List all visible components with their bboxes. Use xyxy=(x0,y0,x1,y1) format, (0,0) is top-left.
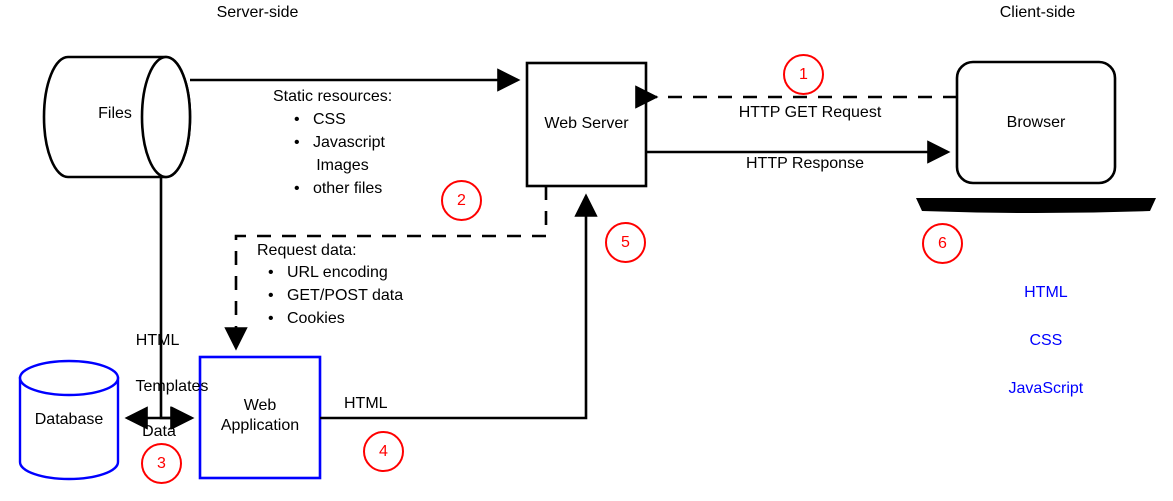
static-resources-item: • other files xyxy=(294,180,383,197)
http-response-label: HTTP Response xyxy=(746,155,864,172)
request-data-item: • GET/POST data xyxy=(268,287,404,304)
edge-webserver-to-webapplication-request xyxy=(224,186,548,351)
browser-node-label: Browser xyxy=(1006,114,1066,131)
files-node-label: Files xyxy=(98,105,132,122)
static-resources-item: Images xyxy=(294,157,369,174)
web-server-box-shape xyxy=(525,61,648,188)
step-number-2: 2 xyxy=(441,180,482,221)
http-get-request-label: HTTP GET Request xyxy=(738,104,882,121)
laptop-base-shape xyxy=(916,198,1156,213)
step-number-5: 5 xyxy=(605,222,646,263)
static-resources-item: • Javascript xyxy=(294,134,385,151)
web-server-node-label: Web Server xyxy=(544,115,629,132)
data-edge-label: Data xyxy=(142,423,176,440)
request-data-item: • Cookies xyxy=(268,310,345,327)
static-resources-header-label: Static resources: xyxy=(273,88,393,105)
web-application-node-label-line1: Web xyxy=(243,397,277,414)
step-number-1: 1 xyxy=(783,54,824,95)
client-tech-javascript: JavaScript xyxy=(1008,380,1084,397)
web-application-box-shape xyxy=(198,355,322,480)
client-side-title: Client-side xyxy=(999,4,1076,21)
step-number-3: 3 xyxy=(141,443,182,484)
html-templates-label: HTML Templates xyxy=(118,306,209,421)
request-data-header-label: Request data: xyxy=(257,242,357,259)
browser-box-shape xyxy=(955,60,1117,185)
edge-webapplication-to-webserver-html xyxy=(320,193,598,420)
step-number-6: 6 xyxy=(922,223,963,264)
database-cylinder-shape xyxy=(18,359,120,481)
client-tech-html: HTML xyxy=(1024,284,1068,301)
web-application-node-label-line2: Application xyxy=(220,417,300,434)
database-node-label: Database xyxy=(34,411,104,428)
web-application-node-label: Web Application xyxy=(195,396,325,436)
client-tech-css: CSS xyxy=(1029,332,1063,349)
request-data-item: • URL encoding xyxy=(268,264,388,281)
server-side-title: Server-side xyxy=(216,4,299,21)
html-templates-label-line1: HTML xyxy=(135,332,180,349)
step-number-4: 4 xyxy=(363,431,404,472)
request-data-list: • URL encoding • GET/POST data • Cookies xyxy=(268,261,403,330)
files-cylinder-shape xyxy=(42,55,192,179)
html-templates-label-line2: Templates xyxy=(135,378,209,395)
client-tech-stack: HTML CSS JavaScript xyxy=(962,257,1112,425)
static-resources-list: • CSS • Javascript Images • other files xyxy=(294,108,385,200)
html-edge-label: HTML xyxy=(344,395,388,412)
static-resources-item: • CSS xyxy=(294,111,346,128)
